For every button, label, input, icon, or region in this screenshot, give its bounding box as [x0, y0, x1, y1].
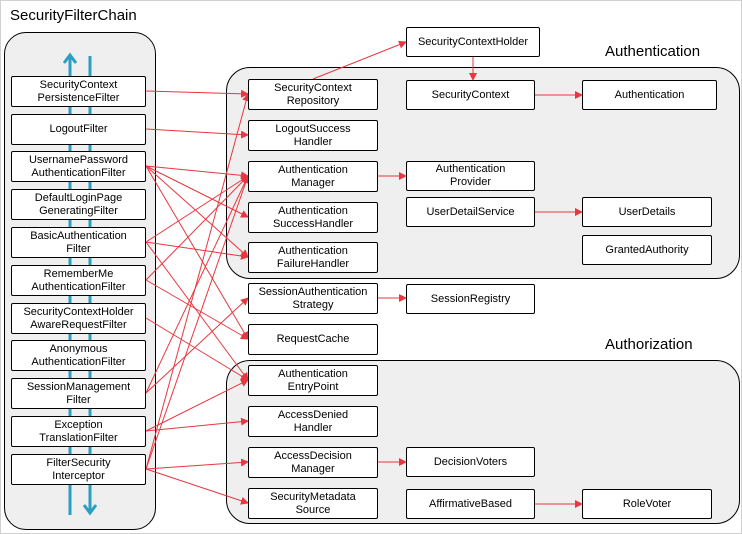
filter-link-arrow	[145, 468, 249, 505]
user-details-box: UserDetails	[582, 197, 712, 227]
authentication-entry-point-box: Authentication EntryPoint	[248, 365, 378, 396]
anonymous-authentication-filter-box: Anonymous AuthenticationFilter	[11, 340, 146, 371]
filter-link-arrow	[145, 297, 249, 394]
security-context-holder-box: SecurityContextHolder	[406, 27, 540, 57]
filter-link-arrow	[145, 379, 249, 432]
authentication-failure-handler-box: Authentication FailureHandler	[248, 242, 378, 273]
security-metadata-source-box: SecurityMetadata Source	[248, 488, 378, 519]
basic-authentication-filter-box: BasicAuthentication Filter	[11, 227, 146, 258]
session-registry-box: SessionRegistry	[406, 284, 535, 314]
access-denied-handler-box: AccessDenied Handler	[248, 406, 378, 437]
filter-security-interceptor-box: FilterSecurity Interceptor	[11, 454, 146, 485]
authorization-title: Authorization	[605, 336, 693, 353]
default-login-page-generating-filter-box: DefaultLoginPage GeneratingFilter	[11, 189, 146, 220]
session-management-filter-box: SessionManagement Filter	[11, 378, 146, 409]
filter-link-arrow	[145, 93, 251, 470]
access-decision-manager-box: AccessDecision Manager	[248, 447, 378, 478]
filter-link-arrow	[145, 317, 249, 381]
filter-link-arrow	[145, 458, 249, 470]
authentication-box: Authentication	[582, 80, 717, 110]
decision-voters-box: DecisionVoters	[406, 447, 535, 477]
authentication-title: Authentication	[605, 43, 701, 60]
filter-link-arrow	[145, 175, 249, 281]
filter-link-arrow	[145, 241, 249, 381]
remember-me-authentication-filter-box: RememberMe AuthenticationFilter	[11, 265, 146, 296]
filter-link-arrow	[145, 175, 249, 394]
security-context-holder-aware-request-filter-box: SecurityContextHolder AwareRequestFilter	[11, 303, 146, 334]
username-password-authentication-filter-box: UsernamePassword AuthenticationFilter	[11, 151, 146, 182]
filter-link-arrow	[145, 417, 249, 432]
user-detail-service-box: UserDetailService	[406, 197, 535, 227]
filter-link-arrow	[145, 241, 249, 260]
repository-to-holder-arrow	[312, 40, 407, 80]
affirmative-based-box: AffirmativeBased	[406, 489, 535, 519]
request-cache-box: RequestCache	[248, 324, 378, 355]
filter-link-arrow	[145, 165, 249, 258]
filter-link-arrow	[145, 279, 249, 340]
filter-link-arrow	[145, 175, 250, 470]
security-context-box: SecurityContext	[406, 80, 535, 110]
security-context-repository-box: SecurityContext Repository	[248, 79, 378, 110]
filter-link-arrow	[145, 89, 249, 98]
authentication-success-handler-box: Authentication SuccessHandler	[248, 202, 378, 233]
role-voter-box: RoleVoter	[582, 489, 712, 519]
authentication-manager-box: Authentication Manager	[248, 161, 378, 192]
filter-link-arrow	[145, 175, 249, 243]
filter-link-arrow	[145, 165, 249, 180]
exception-translation-filter-box: Exception TranslationFilter	[11, 416, 146, 447]
logout-filter-box: LogoutFilter	[11, 114, 146, 145]
authentication-provider-box: Authentication Provider	[406, 161, 535, 191]
filter-link-arrow	[145, 165, 249, 340]
logout-success-handler-box: LogoutSuccess Handler	[248, 120, 378, 151]
session-authentication-strategy-box: SessionAuthentication Strategy	[248, 283, 378, 314]
chain-title: SecurityFilterChain	[10, 7, 137, 24]
granted-authority-box: GrantedAuthority	[582, 235, 712, 265]
filter-link-arrow	[145, 165, 249, 218]
security-context-persistence-filter-box: SecurityContext PersistenceFilter	[11, 76, 146, 107]
filter-link-arrow	[145, 128, 249, 139]
